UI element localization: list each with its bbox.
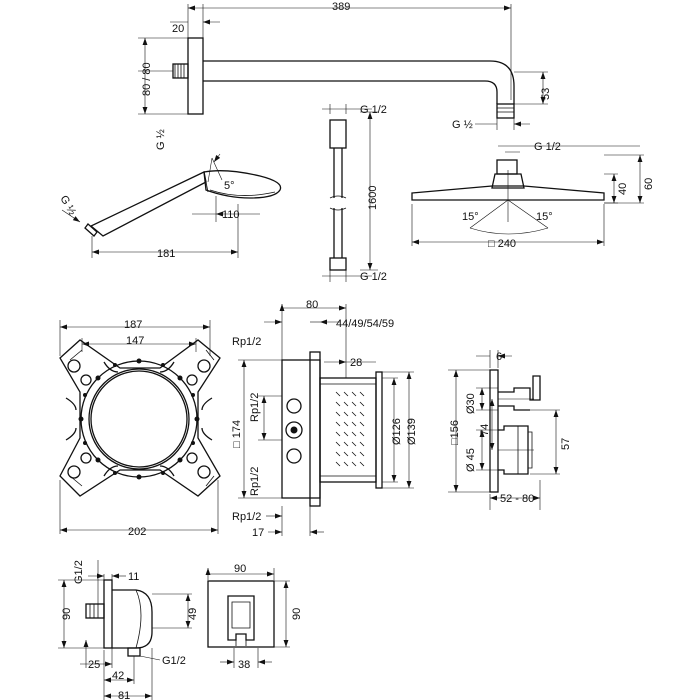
inwall-box-view: 80 Rp1/2 44/49/54/59 28 □ 174 Ø126 Ø139 …: [231, 299, 418, 539]
inwall-port-bot: [286, 448, 302, 464]
mounting-frame-view: 187 147 202: [59, 319, 221, 538]
outlet-connector: [127, 647, 141, 657]
dim-wo-81: 81: [118, 690, 130, 700]
inwall-box: [281, 359, 321, 499]
dim-sv-126: Ø126: [391, 418, 403, 445]
dim-wo-11: 11: [128, 571, 139, 583]
dim-arm-outlet: G ½: [452, 119, 473, 131]
frame-outline: [59, 339, 221, 497]
dim-hose-bot: G 1/2: [360, 271, 387, 283]
dim-tr-6: 6: [496, 351, 502, 363]
hand-shower-head: [203, 170, 282, 199]
dim-wof-38: 38: [238, 659, 250, 671]
dim-hs-head: 110: [222, 209, 240, 221]
outlet-body: [112, 589, 153, 649]
dim-box-147: 147: [126, 335, 144, 347]
frame-hole-bl: [67, 465, 81, 479]
dim-box-187: 187: [124, 319, 142, 331]
dim-arm-height: 80 / 80: [141, 62, 153, 96]
shower-arm-view: 20 389 80 / 80 G ½ 53 G ½: [138, 1, 552, 150]
thermostat-view: 6 □156 Ø30 74 Ø 45 57 52 - 80: [448, 350, 572, 510]
dim-box-202: 202: [128, 526, 146, 538]
overhead-shower-view: G 1/2 40 60 15° 15° □ 240: [411, 141, 655, 250]
dim-sv-rp-mid2: Rp1/2: [249, 467, 261, 496]
frame-hole-tl: [67, 359, 81, 373]
dim-oh-ang-l: 15°: [462, 211, 479, 223]
dim-wo-25: 25: [88, 659, 100, 671]
frame-inner-ring: [90, 370, 188, 468]
dim-sv-rp-mid1: Rp1/2: [249, 393, 261, 422]
oh-nut: [496, 159, 518, 175]
trim-upper-handle: [498, 375, 541, 411]
dim-sv-17: 17: [252, 527, 264, 539]
hose-top-nut: [329, 119, 347, 149]
frame-hole-br: [197, 465, 211, 479]
dim-hose-top: G 1/2: [360, 104, 387, 116]
dim-sv-174: □ 174: [231, 420, 243, 448]
dim-sv-28: 28: [350, 357, 362, 369]
inwall-port-mid: [285, 421, 303, 439]
arm-outlet: [496, 103, 515, 119]
hose-body: [333, 148, 343, 258]
outlet-front-plate: [207, 580, 275, 648]
dim-oh-60: 60: [643, 178, 655, 190]
dim-wo-90: 90: [61, 608, 73, 620]
dim-hs-thread: G ½: [57, 194, 78, 218]
inwall-port-top: [286, 398, 302, 414]
wall-outlet-front-view: 90 90 38: [208, 563, 303, 671]
dim-hs-length: 181: [157, 248, 175, 260]
outlet-inlet: [85, 603, 105, 619]
hand-shower-view: 5° 110 181 G ½: [57, 153, 282, 260]
dim-wo-49: 49: [187, 608, 199, 620]
dim-oh-thread: G 1/2: [534, 141, 561, 153]
dim-sv-80: 80: [306, 299, 318, 311]
dim-oh-ang-r: 15°: [536, 211, 553, 223]
wall-outlet-side-view: G1/2 11 90 49 25 42 81 G1/2: [58, 560, 199, 700]
dim-sv-139: Ø139: [406, 418, 418, 445]
dim-arm-flange: 20: [172, 23, 184, 35]
dim-wo-g: G1/2: [73, 560, 85, 584]
arm-wall-flange: [187, 37, 204, 115]
dim-sv-rp-bot: Rp1/2: [232, 511, 261, 523]
dim-wo-42: 42: [112, 670, 124, 682]
dim-arm-length: 389: [332, 1, 350, 13]
dim-oh-size: □ 240: [488, 238, 516, 250]
dim-tr-74: 74: [479, 424, 491, 436]
hose-bottom-nut: [329, 257, 347, 271]
arm-tube: [203, 60, 515, 104]
outlet-plate: [103, 579, 113, 649]
dim-arm-thread: G ½: [155, 129, 167, 150]
dim-tr-57: 57: [560, 438, 572, 450]
frame-hole-tr: [197, 359, 211, 373]
dim-wof-90r: 90: [291, 608, 303, 620]
dim-sv-44: 44/49/54/59: [336, 318, 394, 330]
dim-sv-rp-top: Rp1/2: [232, 336, 261, 348]
hand-shower-handle: [89, 171, 207, 237]
dim-tr-5280: 52 - 80: [500, 493, 534, 505]
dim-tr-45: Ø 45: [465, 448, 477, 472]
dim-hose-len: 1600: [367, 186, 379, 210]
inwall-flange: [309, 351, 321, 507]
dim-wof-90t: 90: [234, 563, 246, 575]
dim-tr-30: Ø30: [465, 393, 477, 414]
dim-wo-g2: G1/2: [162, 655, 186, 667]
hose-view: G 1/2 1600 G 1/2: [322, 104, 387, 283]
dim-arm-drop: 53: [540, 88, 552, 100]
dim-tr-156: □156: [449, 420, 461, 445]
inwall-sleeve: [319, 377, 377, 483]
dim-oh-40: 40: [617, 183, 629, 195]
dim-hs-angle: 5°: [224, 180, 235, 192]
